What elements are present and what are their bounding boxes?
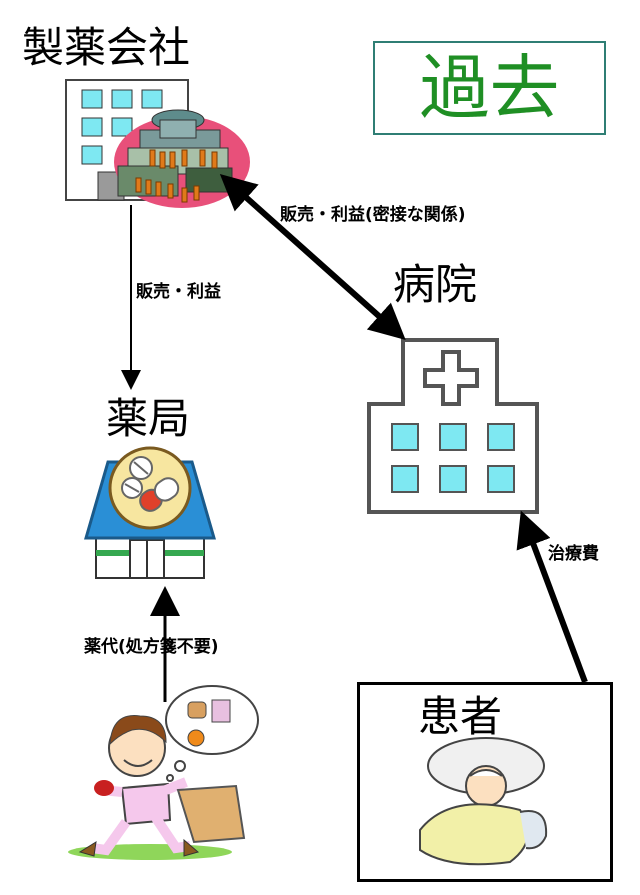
patient-title: 患者 xyxy=(418,692,503,741)
pill-icon xyxy=(121,456,180,512)
edge-label-company-hospital: 販売・利益(密接な関係) xyxy=(280,205,466,225)
arrow-patient-to-hospital xyxy=(516,510,588,684)
era-label-box: 過去 xyxy=(373,41,606,135)
edge-label-customer-to-pharmacy: 薬代(処方箋不要) xyxy=(84,637,219,657)
hospital-building-icon xyxy=(367,338,539,514)
hospital-title: 病院 xyxy=(393,260,478,309)
arrow-company-hospital xyxy=(219,174,406,340)
era-label: 過去 xyxy=(419,47,560,129)
pharmacy-title: 薬局 xyxy=(106,394,191,443)
pharma-company-title: 製薬会社 xyxy=(22,23,191,72)
edge-label-patient-to-hospital: 治療費 xyxy=(548,544,599,564)
factory-machine-icon xyxy=(114,109,250,208)
sick-patient-icon xyxy=(419,737,548,866)
thought-bubble-icon xyxy=(165,685,259,782)
patient-box xyxy=(357,682,613,882)
customer-figure-icon xyxy=(68,715,246,860)
edge-label-company-to-pharmacy: 販売・利益 xyxy=(136,282,221,302)
